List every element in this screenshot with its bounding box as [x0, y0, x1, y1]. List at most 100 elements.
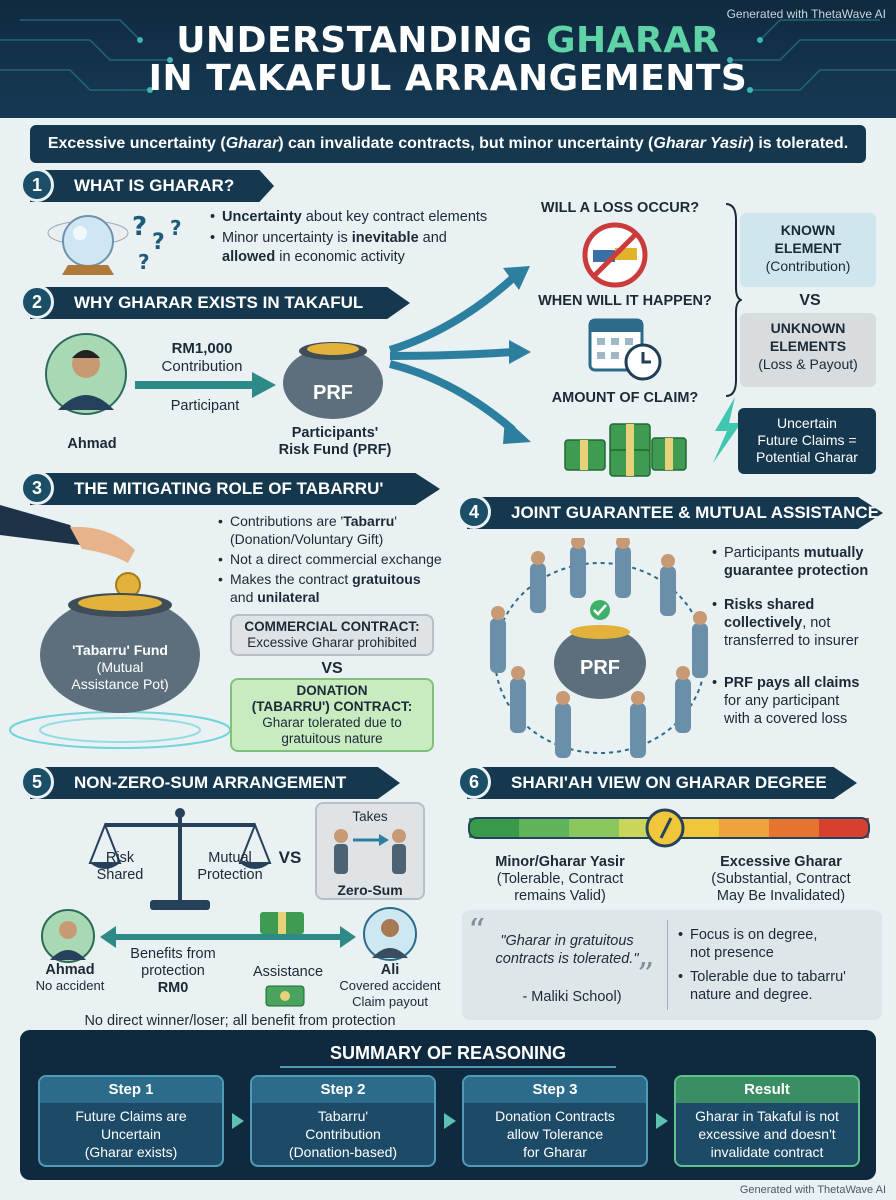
donation-b1: Gharar tolerated due to	[262, 715, 402, 730]
uncertain-l3: Potential Gharar	[756, 449, 858, 465]
s4-b2-bold: Risks shared	[724, 597, 815, 613]
maliki-source: - Maliki School)	[522, 989, 622, 1005]
header-panel: Generated with ThetaWave AI UNDERSTANDIN…	[0, 0, 896, 118]
step1-l2: Uncertain	[101, 1126, 161, 1142]
step2-body: Tabarru'Contribution(Donation-based)	[252, 1103, 434, 1161]
banknote-icon	[265, 985, 305, 1007]
crystal-ball-icon: ? ? ? ?	[47, 212, 182, 275]
donation-t2: (TABARRU') CONTRACT:	[251, 699, 413, 714]
donation-t1: DONATION	[296, 683, 368, 698]
takes-label: Takes	[352, 809, 388, 824]
section2-number: 2	[20, 285, 54, 319]
summary-step-2: Step 2 Tabarru'Contribution(Donation-bas…	[250, 1075, 436, 1167]
summary-title: SUMMARY OF REASONING	[280, 1038, 616, 1068]
known-title-a: KNOWN	[780, 222, 836, 238]
s1-b1-rest: about key contract elements	[301, 209, 488, 225]
uncertain-l1: Uncertain	[777, 415, 837, 431]
step3-l2: allow Tolerance	[506, 1126, 604, 1142]
section3-bullets: Contributions are 'Tabarru'(Donation/Vol…	[218, 512, 458, 608]
s4-b2-rest2: transferred to insurer	[724, 633, 859, 649]
section6-title: SHARI'AH VIEW ON GHARAR DEGREE	[511, 773, 827, 792]
step1-l1: Future Claims are	[75, 1108, 187, 1124]
takes-figures-icon	[334, 829, 406, 874]
close-quote-icon: ”	[637, 962, 654, 986]
unknown-title-a: UNKNOWN	[770, 320, 846, 336]
section6-header: SHARI'AH VIEW ON GHARAR DEGREE	[467, 767, 857, 799]
section5-title: NON-ZERO-SUM ARRANGEMENT	[74, 773, 347, 792]
s4-b3-bold: PRF pays all claims	[724, 675, 860, 691]
s3-b3-bold2: unilateral	[257, 589, 320, 605]
no-accident-icon	[582, 222, 648, 288]
credit-top: Generated with ThetaWave AI	[726, 7, 886, 21]
zero-sum-vs-label: VS	[278, 848, 302, 867]
unknown-sub: (Loss & Payout)	[758, 356, 858, 372]
benefits-l1: Benefits from	[130, 946, 216, 962]
s1-bullet-2: Minor uncertainty is inevitable andallow…	[210, 229, 510, 267]
mutual-assistance-circle: PRF	[490, 538, 708, 758]
minor-title: Minor/Gharar Yasir	[495, 854, 625, 870]
known-vs-label: VS	[799, 292, 821, 309]
svg-text:“: “	[468, 918, 485, 942]
ali-l1: Covered accident	[339, 978, 441, 993]
step-arrow-1	[232, 1113, 244, 1129]
unknown-title-b: ELEMENTS	[769, 338, 847, 354]
mutual-l2: Protection	[197, 867, 263, 883]
commercial-contract-card: COMMERCIAL CONTRACT:Excessive Gharar pro…	[230, 614, 434, 656]
result-l3: invalidate contract	[710, 1144, 824, 1160]
prf-fund-line1: Participants'	[291, 425, 379, 441]
credit-bottom: Generated with ThetaWave AI	[739, 1184, 886, 1196]
minor-l1: (Tolerable, Contract	[496, 871, 624, 887]
s1-b1-bold: Uncertainty	[222, 209, 302, 225]
s5-ali: Ali	[380, 962, 400, 978]
section5-number: 5	[20, 765, 54, 799]
ahmad-small-avatar	[41, 909, 95, 963]
section5-header: NON-ZERO-SUM ARRANGEMENT	[30, 767, 400, 799]
s1-b2-bold1: inevitable	[351, 230, 419, 246]
s5-ahmad: Ahmad	[45, 962, 95, 978]
excessive-l1: (Substantial, Contract	[711, 871, 851, 887]
section2-header: WHY GHARAR EXISTS IN TAKAFUL	[30, 287, 410, 319]
s4-b2-bold2: collectively	[724, 615, 803, 631]
zero-sum-card: Takes Zero-Sum	[315, 802, 425, 900]
section6-bullets: Focus is on degree,not presence Tolerabl…	[678, 926, 878, 1006]
cash-stacks-icon	[564, 423, 687, 477]
fund-l2: (Mutual	[96, 659, 144, 675]
s4-b3-rest1: for any participant	[724, 693, 840, 709]
step3-head: Step 3	[464, 1077, 646, 1103]
step-arrow-2	[444, 1113, 456, 1129]
s4-bullet-3: PRF pays all claims for any participant wi…	[712, 674, 892, 728]
quote-l2: contracts is tolerated."	[495, 951, 639, 967]
ali-l2: Claim payout	[352, 994, 428, 1009]
bracket	[725, 203, 742, 397]
s1-bullet-1: Uncertainty about key contract elements	[210, 208, 510, 227]
s4-b3-rest2: with a covered loss	[724, 711, 848, 727]
commercial-body: Excessive Gharar prohibited	[247, 635, 417, 650]
question-amount: AMOUNT OF CLAIM?	[551, 390, 699, 406]
svg-text:?: ?	[138, 250, 150, 274]
page-title: UNDERSTANDING GHARAR IN TAKAFUL ARRANGEM…	[0, 22, 896, 98]
circuit-decoration	[0, 19, 896, 93]
s3-b3-bold1: gratuitous	[352, 571, 421, 587]
s4-b1-bold: mutually	[803, 545, 864, 561]
question-when: WHEN WILL IT HAPPEN?	[538, 293, 712, 309]
s6-b1-l2: not presence	[690, 945, 774, 961]
assistance-label: Assistance	[252, 964, 324, 980]
svg-text:?: ?	[132, 212, 147, 242]
section4-number: 4	[457, 495, 491, 529]
prf-pot-label: PRF	[313, 382, 353, 404]
step2-l2: Contribution	[305, 1126, 381, 1142]
